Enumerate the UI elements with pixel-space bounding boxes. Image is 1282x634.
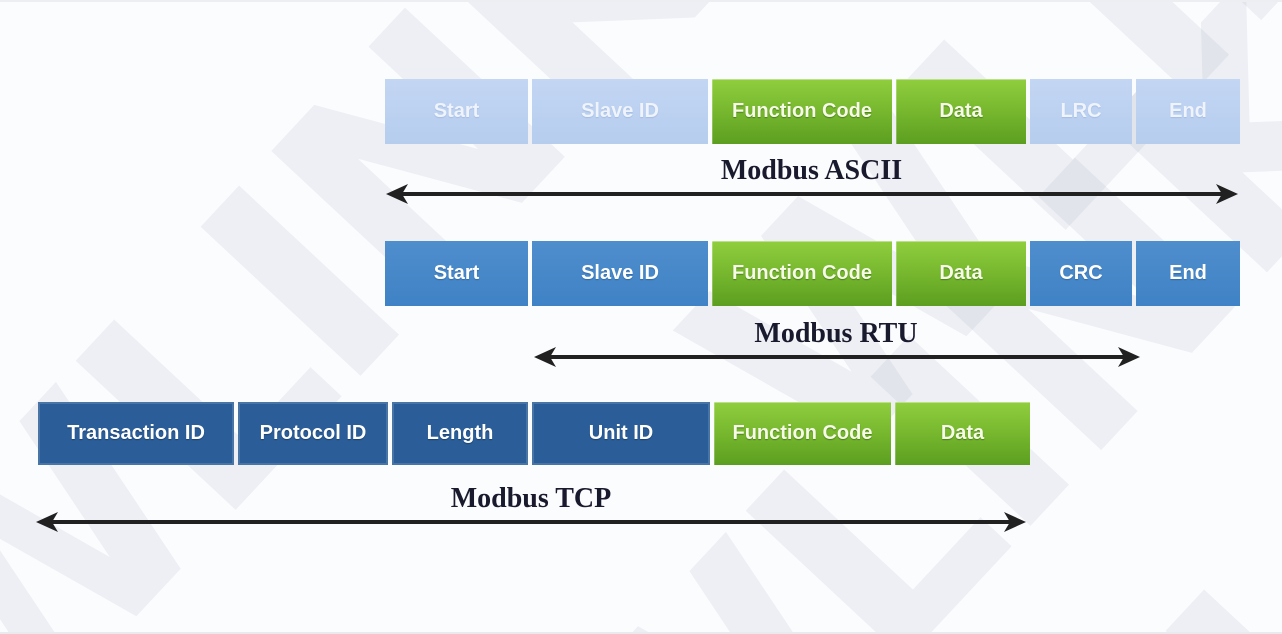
field-function-code: Function Code (714, 402, 891, 465)
field-slave-id: Slave ID (532, 241, 708, 306)
field-data: Data (896, 79, 1026, 144)
field-end: End (1136, 241, 1240, 306)
field-data: Data (895, 402, 1030, 465)
field-start: Start (385, 241, 528, 306)
field-data: Data (896, 241, 1026, 306)
field-function-code: Function Code (712, 79, 892, 144)
field-end: End (1136, 79, 1240, 144)
modbus-tcp-label: Modbus TCP (450, 483, 612, 514)
field-slave-id: Slave ID (532, 79, 708, 144)
field-transaction-id: Transaction ID (38, 402, 234, 465)
field-function-code: Function Code (712, 241, 892, 306)
modbus-ascii-label: Modbus ASCII (720, 155, 903, 186)
field-protocol-id: Protocol ID (238, 402, 388, 465)
field-lrc: LRC (1030, 79, 1132, 144)
field-unit-id: Unit ID (532, 402, 710, 465)
field-length: Length (392, 402, 528, 465)
field-start: Start (385, 79, 528, 144)
modbus-rtu-label: Modbus RTU (754, 318, 918, 349)
field-crc: CRC (1030, 241, 1132, 306)
